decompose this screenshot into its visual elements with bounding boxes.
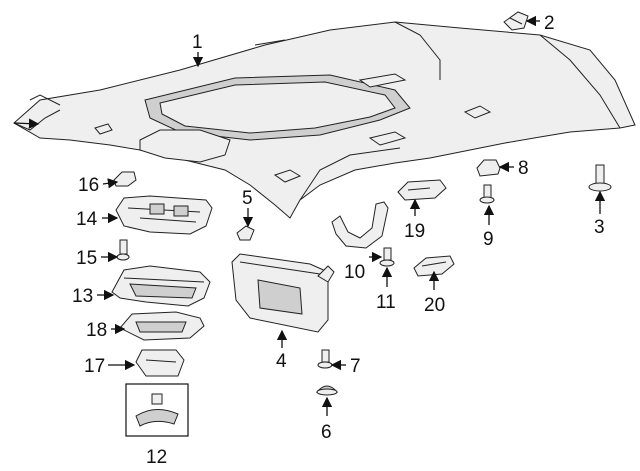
headliner-part <box>13 21 636 219</box>
fastener-part-11 <box>379 247 395 267</box>
callout-3: 3 <box>594 217 605 238</box>
mirror-part-12 <box>125 383 189 437</box>
clip-part-8 <box>476 159 501 177</box>
callout-5: 5 <box>242 188 253 209</box>
fastener-part-7 <box>317 349 333 369</box>
callout-4: 4 <box>276 351 287 372</box>
console-frame-part-14 <box>115 195 213 235</box>
callout-12: 12 <box>146 447 167 468</box>
fastener-part-9 <box>479 184 495 204</box>
callout-2: 2 <box>544 13 555 34</box>
callout-14: 14 <box>76 209 98 230</box>
callout-19: 19 <box>404 221 425 242</box>
sun-visor-part-4 <box>231 253 335 333</box>
bracket-part-19 <box>397 179 447 201</box>
callout-16: 16 <box>78 175 99 196</box>
callout-17: 17 <box>84 356 105 377</box>
callout-11: 11 <box>376 292 396 313</box>
console-part-13 <box>111 265 211 307</box>
lamp-part-17 <box>135 349 185 377</box>
callout-18: 18 <box>86 320 107 341</box>
callout-10: 10 <box>344 262 365 283</box>
callout-6: 6 <box>321 422 332 443</box>
panel-part-18 <box>119 311 205 341</box>
callout-labels: 1 2 3 4 5 6 7 8 9 10 11 12 13 14 15 16 1… <box>72 13 605 468</box>
clip-part-5 <box>236 225 255 241</box>
callout-20: 20 <box>424 295 445 316</box>
callout-7: 7 <box>350 356 361 377</box>
clip-part-2 <box>503 11 529 31</box>
callout-1: 1 <box>192 32 203 53</box>
bracket-part-20 <box>413 255 455 277</box>
leader-lines <box>13 15 606 416</box>
screw-part-3 <box>588 164 612 192</box>
callout-8: 8 <box>518 158 529 179</box>
callout-15: 15 <box>76 248 97 269</box>
callout-13: 13 <box>72 286 93 307</box>
clip-part-16 <box>113 171 137 187</box>
callout-9: 9 <box>483 229 494 250</box>
grab-handle-part-10 <box>331 201 389 249</box>
cap-part-6 <box>315 385 339 396</box>
fastener-part-15 <box>116 239 130 261</box>
